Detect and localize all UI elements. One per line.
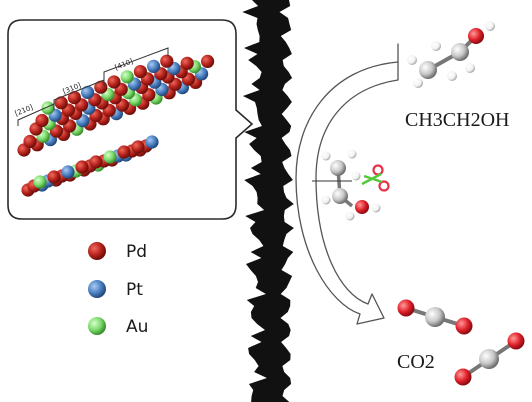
surface-atom	[160, 54, 174, 68]
surface-atom	[47, 170, 61, 184]
intermediate-molecule	[312, 149, 381, 221]
ethanol-label: CH3CH2OH	[405, 109, 509, 131]
surface-atom	[67, 91, 81, 105]
surface-atom	[54, 96, 68, 110]
co2-molecule-top	[397, 299, 473, 335]
nanowire	[242, 0, 294, 402]
surface-atom	[103, 150, 117, 164]
legend-au-swatch	[88, 317, 106, 335]
surface-atom	[147, 59, 161, 73]
surface-atom	[107, 75, 121, 89]
legend-au-label: Au	[126, 317, 148, 337]
surface-atom	[201, 54, 215, 68]
surface-atom	[94, 80, 108, 94]
scissors-icon	[361, 164, 390, 192]
surface-atom	[23, 134, 37, 149]
element-legend: Pd Pt Au	[88, 242, 148, 337]
surface-atom	[61, 165, 75, 179]
co2-label: CO2	[397, 351, 435, 373]
surface-atom	[180, 56, 194, 70]
surface-callout: [210] [310] [410]	[7, 19, 254, 220]
surface-atom	[145, 135, 159, 149]
surface-atom	[120, 70, 134, 84]
surface-atom	[35, 113, 49, 128]
co2-molecule-bottom	[454, 332, 525, 386]
reaction-arrow	[295, 43, 399, 325]
co2-formula-label: CO2	[397, 351, 435, 373]
surface-atom	[33, 175, 47, 189]
surface-atom	[131, 140, 145, 154]
ethanol-molecule	[407, 21, 495, 88]
surface-atom	[75, 160, 89, 174]
legend-pt-label: Pt	[126, 280, 143, 300]
surface-atom	[41, 101, 55, 115]
surface-atom	[133, 65, 147, 79]
legend-pd-swatch	[88, 242, 106, 260]
surface-atom	[117, 145, 131, 159]
surface-atom	[89, 155, 103, 169]
legend-pd-label: Pd	[126, 242, 147, 262]
legend-pt-swatch	[88, 280, 106, 298]
atom-slab	[17, 54, 215, 197]
surface-atom	[81, 85, 95, 99]
